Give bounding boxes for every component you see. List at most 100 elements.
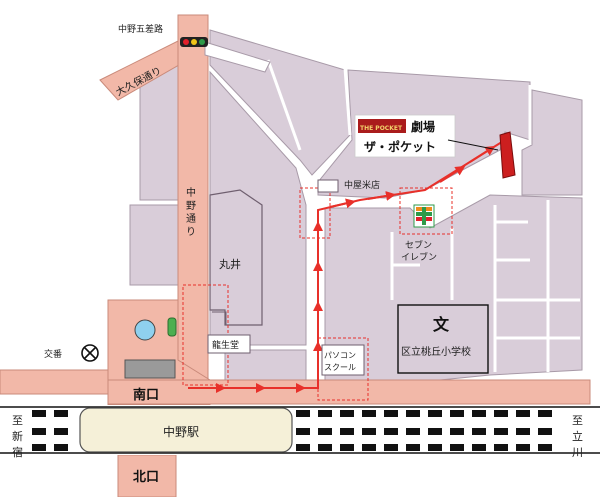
rail-tie <box>450 410 464 417</box>
label-seven-2: イレブン <box>401 251 437 263</box>
route-arrow-10 <box>439 165 466 183</box>
theater-building-icon <box>499 131 516 179</box>
label-theater-1: 劇場 <box>411 119 435 134</box>
rail-tie <box>494 444 508 451</box>
label-marui: 丸井 <box>219 257 241 271</box>
label-nakaya-rice: 中屋米店 <box>344 179 380 191</box>
rail-tie <box>538 410 552 417</box>
box-pc-school <box>317 337 369 401</box>
label-to-shinjuku-2: 新 <box>12 429 23 443</box>
pc-school-building <box>321 344 365 376</box>
rail-tie <box>384 410 398 417</box>
school-building <box>397 304 489 374</box>
theater-callout <box>354 114 499 158</box>
rail-tie <box>428 444 442 451</box>
label-to-tachikawa-3: 川 <box>572 446 583 459</box>
rail-tie <box>406 444 420 451</box>
rail-tie <box>406 428 420 435</box>
rail-tie <box>384 444 398 451</box>
rail-tie <box>406 410 420 417</box>
label-school-symbol: 文 <box>433 315 450 334</box>
label-to-shinjuku-3: 宿 <box>12 445 23 459</box>
label-south-exit: 南口 <box>133 387 159 403</box>
rail-tie <box>494 428 508 435</box>
block-east <box>521 89 583 196</box>
rail-tie <box>340 410 354 417</box>
rail-tie <box>54 444 68 451</box>
label-theater-logo: THE POCKET <box>360 125 403 132</box>
rail-tie <box>428 410 442 417</box>
rail-tie <box>296 444 310 451</box>
label-nakano-street-1: 中 <box>186 186 196 199</box>
rail-tie <box>54 410 68 417</box>
plaza-pond <box>134 319 156 341</box>
plaza-kiosk <box>167 317 177 337</box>
rail-tie <box>318 410 332 417</box>
label-theater-2: ザ・ポケット <box>364 139 436 154</box>
label-north-exit: 北口 <box>133 470 159 485</box>
rail-tie <box>494 410 508 417</box>
rail-tie <box>362 444 376 451</box>
rail-tie <box>516 410 530 417</box>
label-pc-school-1: パソコン <box>324 351 356 360</box>
rail-tie <box>32 410 46 417</box>
rail-tie <box>296 428 310 435</box>
nakano-station-building <box>79 407 293 453</box>
label-to-tachikawa-1: 至 <box>572 414 583 427</box>
route-arrow-11 <box>469 145 496 163</box>
road-koban-side <box>0 369 109 395</box>
rail-tie <box>472 444 486 451</box>
label-koban: 交番 <box>44 348 62 360</box>
label-intersection: 中野五差路 <box>118 23 163 35</box>
marui-annex <box>212 311 227 325</box>
rail-tie <box>538 428 552 435</box>
rail-tie <box>450 428 464 435</box>
block-south-west <box>224 349 307 383</box>
route-arrow-8 <box>329 198 356 209</box>
label-nakano-street-3: 通 <box>186 213 196 225</box>
walking-route <box>188 139 506 393</box>
rail-tie <box>32 444 46 451</box>
rail-tie <box>340 444 354 451</box>
label-to-shinjuku-1: 至 <box>12 414 23 427</box>
rail-tie <box>362 428 376 435</box>
rail-tie <box>450 444 464 451</box>
marui-building <box>209 189 263 326</box>
rail-tie <box>472 410 486 417</box>
box-seven-eleven <box>399 187 453 235</box>
rail-tie <box>340 428 354 435</box>
rail-tie <box>54 428 68 435</box>
rail-tie <box>472 428 486 435</box>
rail-ties <box>32 410 552 451</box>
rail-tie <box>362 410 376 417</box>
inner-streets <box>266 59 580 372</box>
rail-tie <box>516 428 530 435</box>
road-north-exit <box>117 454 177 497</box>
rail-tie <box>318 444 332 451</box>
rail-tie <box>428 428 442 435</box>
label-pc-school-2: スクール <box>324 363 356 372</box>
route-arrow-9 <box>367 191 396 201</box>
label-school-name: 区立桃丘小学校 <box>401 345 471 358</box>
rail-tie <box>32 428 46 435</box>
rail-tie <box>516 444 530 451</box>
label-to-tachikawa-2: 立 <box>572 429 583 443</box>
rail-tie <box>384 428 398 435</box>
label-nakano-street-2: 野 <box>186 200 196 212</box>
label-seven-1: セブン <box>405 239 432 251</box>
bus-terminal <box>124 359 176 379</box>
police-box-icon <box>81 344 99 362</box>
label-nakano-street-4: り <box>186 226 196 238</box>
theater-callout-pointer <box>447 139 499 151</box>
box-turn-left <box>299 187 331 239</box>
traffic-light-icon <box>180 37 208 47</box>
rail-tie <box>296 410 310 417</box>
label-ryuseido: 龍生堂 <box>212 339 239 351</box>
rail-tie <box>318 428 332 435</box>
seven-eleven-logo-icon <box>413 204 435 228</box>
theater-logo <box>358 119 406 133</box>
nakaya-rice-store <box>317 179 339 193</box>
ryuseido-building <box>207 334 251 354</box>
